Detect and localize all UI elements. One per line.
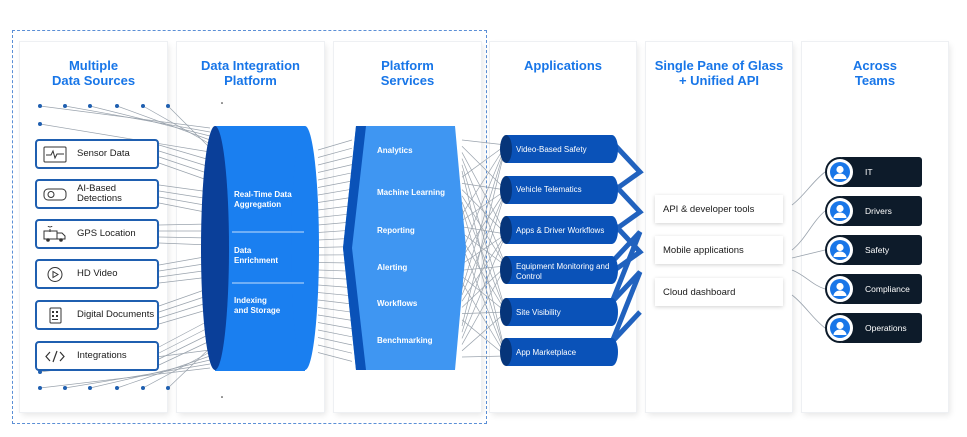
app-site-visibility[interactable]: Site Visibility bbox=[516, 308, 561, 317]
pane-api-tools[interactable]: API & developer tools bbox=[655, 195, 783, 223]
app-to-pane-links bbox=[609, 140, 644, 344]
pane-cloud-dashboard[interactable]: Cloud dashboard bbox=[655, 278, 783, 306]
app-marketplace[interactable]: App Marketplace bbox=[516, 348, 577, 357]
app-video-safety[interactable]: Video-Based Safety bbox=[516, 145, 587, 154]
source-label: Integrations bbox=[77, 350, 127, 361]
integration-cylinder bbox=[201, 126, 319, 371]
selection-outline bbox=[12, 30, 487, 424]
source-sensor-data[interactable]: Sensor Data bbox=[35, 139, 159, 169]
title-data-sources: Multiple Data Sources bbox=[51, 58, 136, 88]
pane-mobile-apps[interactable]: Mobile applications bbox=[655, 236, 783, 264]
user-avatar-icon bbox=[825, 313, 855, 343]
user-avatar-icon bbox=[825, 196, 855, 226]
code-brackets-icon bbox=[42, 346, 68, 366]
title-teams: Across Teams bbox=[852, 58, 898, 88]
source-digital-documents[interactable]: Digital Documents bbox=[35, 300, 159, 330]
dashcam-icon bbox=[42, 184, 68, 204]
service-machine-learning: Machine Learning bbox=[377, 188, 446, 197]
title-integration: Data Integration Platform bbox=[201, 58, 300, 88]
integration-item-enrichment: Data Enrichment bbox=[234, 246, 279, 265]
source-gps-location[interactable]: GPS Location bbox=[35, 219, 159, 249]
service-benchmarking: Benchmarking bbox=[377, 336, 433, 345]
app-equipment-monitoring[interactable]: Equipment Monitoring and Control bbox=[516, 262, 610, 281]
app-vehicle-telematics[interactable]: Vehicle Telematics bbox=[516, 185, 582, 194]
title-pane: Single Pane of Glass + Unified API bbox=[654, 58, 784, 88]
truck-location-icon bbox=[42, 224, 68, 244]
integration-item-indexing: Indexing and Storage bbox=[234, 296, 281, 315]
source-integrations[interactable]: Integrations bbox=[35, 341, 159, 371]
service-analytics: Analytics bbox=[377, 146, 413, 155]
source-ai-detections[interactable]: AI-Based Detections bbox=[35, 179, 159, 209]
services-connector-lines bbox=[461, 139, 507, 358]
services-prism bbox=[343, 126, 466, 370]
user-avatar-icon bbox=[825, 235, 855, 265]
application-pipes bbox=[500, 135, 618, 366]
source-label: Sensor Data bbox=[77, 148, 130, 159]
source-label: HD Video bbox=[77, 268, 118, 279]
title-applications: Applications bbox=[523, 58, 602, 73]
source-label: GPS Location bbox=[77, 228, 136, 239]
source-label: Digital Documents bbox=[77, 309, 155, 320]
source-dots bbox=[38, 104, 170, 390]
app-driver-workflows[interactable]: Apps & Driver Workflows bbox=[516, 226, 605, 235]
service-alerting: Alerting bbox=[377, 263, 408, 272]
play-icon bbox=[42, 264, 68, 284]
pulse-monitor-icon bbox=[42, 144, 68, 164]
panel-pane bbox=[646, 42, 792, 412]
document-icon bbox=[42, 305, 68, 325]
user-avatar-icon bbox=[825, 274, 855, 304]
source-hd-video[interactable]: HD Video bbox=[35, 259, 159, 289]
user-avatar-icon bbox=[825, 157, 855, 187]
source-label: AI-Based Detections bbox=[77, 183, 122, 204]
service-workflows: Workflows bbox=[377, 299, 418, 308]
service-reporting: Reporting bbox=[377, 226, 415, 235]
title-services: Platform Services bbox=[380, 58, 435, 88]
integration-item-aggregation: Real-Time Data Aggregation bbox=[234, 190, 292, 209]
pane-to-team-lines bbox=[791, 171, 826, 329]
panel-teams bbox=[802, 42, 948, 412]
